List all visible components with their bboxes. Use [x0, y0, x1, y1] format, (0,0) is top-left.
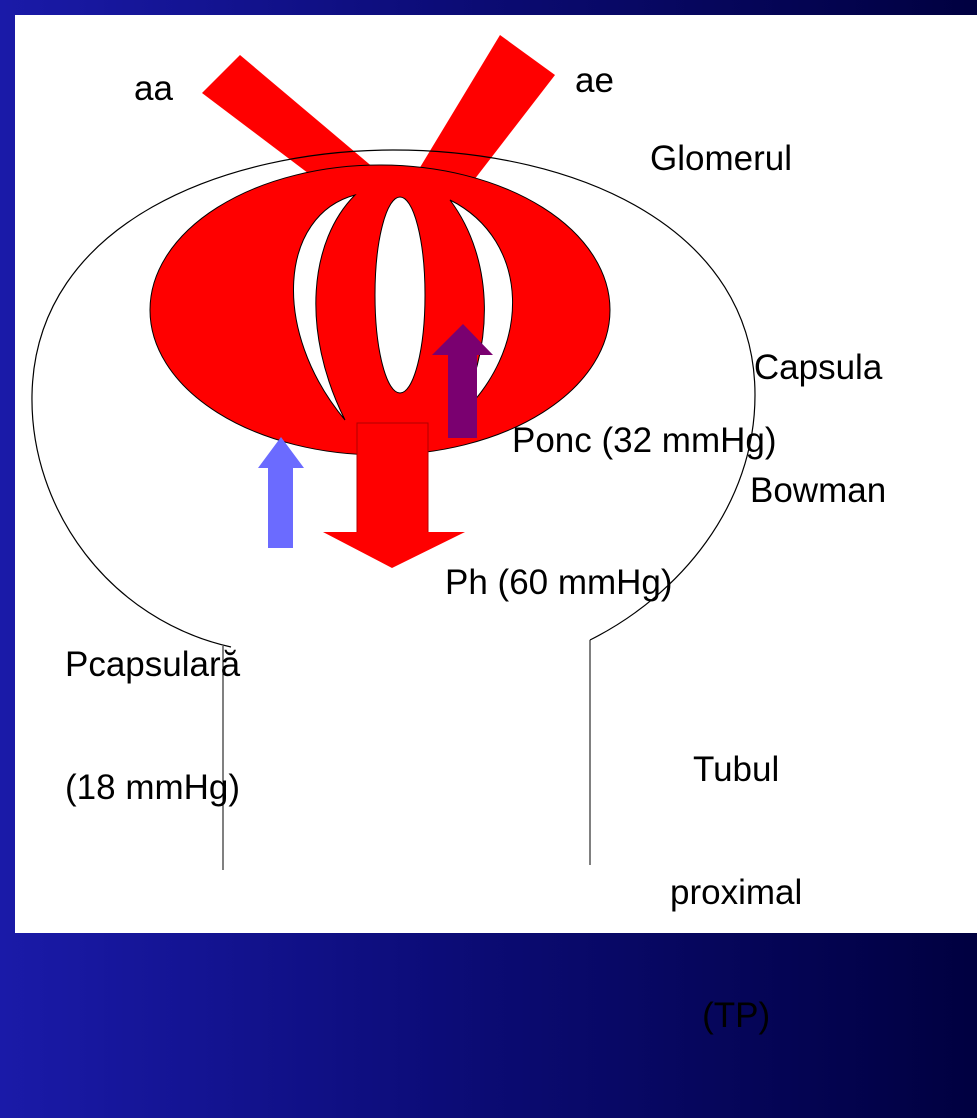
label-tubul-line2: proximal: [670, 872, 802, 913]
pcaps-arrow-icon: [258, 437, 304, 548]
label-tubul-line1: Tubul: [670, 749, 802, 790]
label-glomerul: Glomerul: [650, 138, 792, 179]
label-pcaps-line2: (18 mmHg): [65, 767, 240, 808]
label-pcaps-line1: Pcapsulară: [65, 644, 240, 685]
slide: aa ae Glomerul Capsula Bowman Ponc (32 m…: [15, 15, 977, 933]
glomerulus-opening-center: [375, 197, 425, 393]
label-ae: ae: [575, 60, 614, 101]
label-tubul-proximal: Tubul proximal (TP): [670, 667, 802, 1118]
label-tubul-line3: (TP): [670, 995, 802, 1036]
label-capsula-line2: Bowman: [750, 470, 886, 511]
label-ph: Ph (60 mmHg): [445, 562, 673, 603]
label-aa: aa: [134, 68, 173, 109]
label-ponc: Ponc (32 mmHg): [512, 420, 777, 461]
label-pcapsulara: Pcapsulară (18 mmHg): [65, 562, 240, 890]
label-capsula-line1: Capsula: [750, 347, 886, 388]
